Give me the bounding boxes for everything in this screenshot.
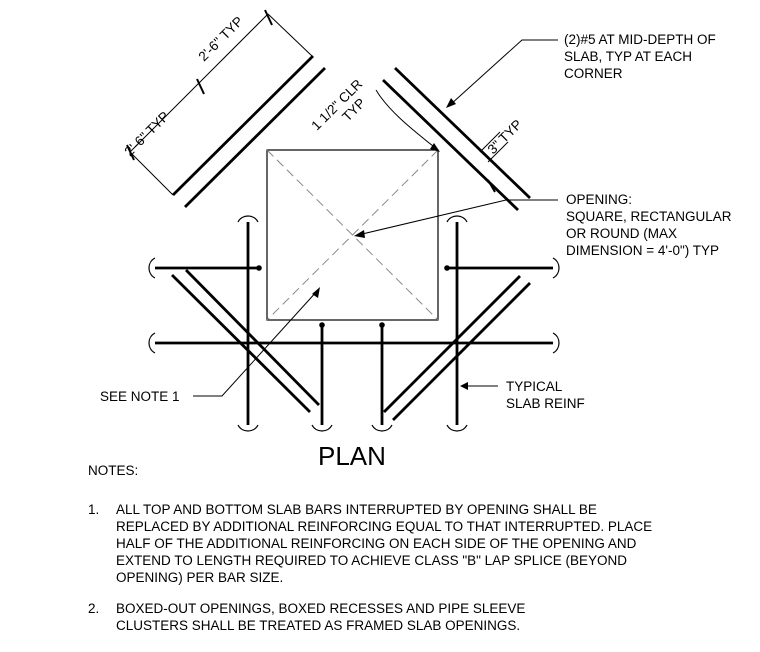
notes-section: NOTES: 1. ALL TOP AND BOTTOM SLAB BARS I…	[88, 462, 748, 648]
dimension-line	[126, 9, 313, 196]
typical-reinf-arrow	[460, 382, 468, 390]
note-line: REPLACED BY ADDITIONAL REINFORCING EQUAL…	[116, 519, 653, 534]
note-2: 2. BOXED-OUT OPENINGS, BOXED RECESSES AN…	[88, 600, 748, 634]
typical-reinf-label: TYPICAL SLAB REINF	[506, 379, 585, 411]
note-1: 1. ALL TOP AND BOTTOM SLAB BARS INTERRUP…	[88, 501, 748, 586]
note-line: EXTEND TO LENGTH REQUIRED TO ACHIEVE CLA…	[116, 553, 627, 568]
three-typ-label: 3" TYP	[485, 117, 525, 157]
see-note-arrow	[312, 287, 320, 298]
plan-drawing: 2'-6" TYP 2'-6" TYP 1 1/2" CLR TYP 3" TY…	[100, 9, 735, 465]
plan-title: PLAN	[318, 441, 386, 465]
note-line: OPENING) PER BAR SIZE.	[116, 570, 284, 585]
opening-outline	[266, 149, 439, 321]
notes-heading: NOTES:	[88, 463, 139, 478]
bar-end-dot	[379, 322, 385, 328]
three-typ-dim	[479, 131, 509, 193]
bar-end-dot	[319, 322, 325, 328]
clr-arrow	[430, 143, 440, 152]
bar-end-dot	[444, 265, 450, 271]
see-note-label: SEE NOTE 1	[100, 389, 180, 404]
mid-depth-leader	[449, 39, 558, 106]
note-line: BOXED-OUT OPENINGS, BOXED RECESSES AND P…	[116, 601, 526, 616]
note-line: ALL TOP AND BOTTOM SLAB BARS INTERRUPTED…	[116, 502, 597, 517]
note-number: 2.	[88, 601, 100, 616]
opening-diagonals	[266, 149, 439, 321]
opening-leader	[357, 199, 558, 236]
note-text: BOXED-OUT OPENINGS, BOXED RECESSES AND P…	[116, 600, 748, 634]
note-text: ALL TOP AND BOTTOM SLAB BARS INTERRUPTED…	[116, 501, 748, 586]
dimension-label-lower: 2'-6" TYP	[121, 108, 172, 159]
bar-end-dot	[256, 265, 262, 271]
mid-depth-arrow	[446, 98, 456, 108]
break-marks	[148, 215, 560, 432]
note-line: CLUSTERS SHALL BE TREATED AS FRAMED SLAB…	[116, 618, 521, 633]
slab-reinf-vertical	[246, 222, 459, 425]
clr-leader	[375, 89, 439, 151]
see-note-leader	[193, 289, 319, 397]
mid-depth-label: (2)#5 AT MID-DEPTH OF SLAB, TYP AT EACH …	[564, 32, 720, 81]
slab-reinf-horizontal	[155, 266, 553, 345]
note-line: HALF OF THE ADDITIONAL REINFORCING ON EA…	[116, 536, 637, 551]
opening-arrow	[354, 230, 365, 238]
opening-label: OPENING: SQUARE, RECTANGULAR OR ROUND (M…	[566, 192, 735, 258]
dimension-label-upper: 2'-6" TYP	[195, 13, 246, 64]
note-number: 1.	[88, 502, 100, 517]
diagonal-bars	[171, 55, 531, 421]
